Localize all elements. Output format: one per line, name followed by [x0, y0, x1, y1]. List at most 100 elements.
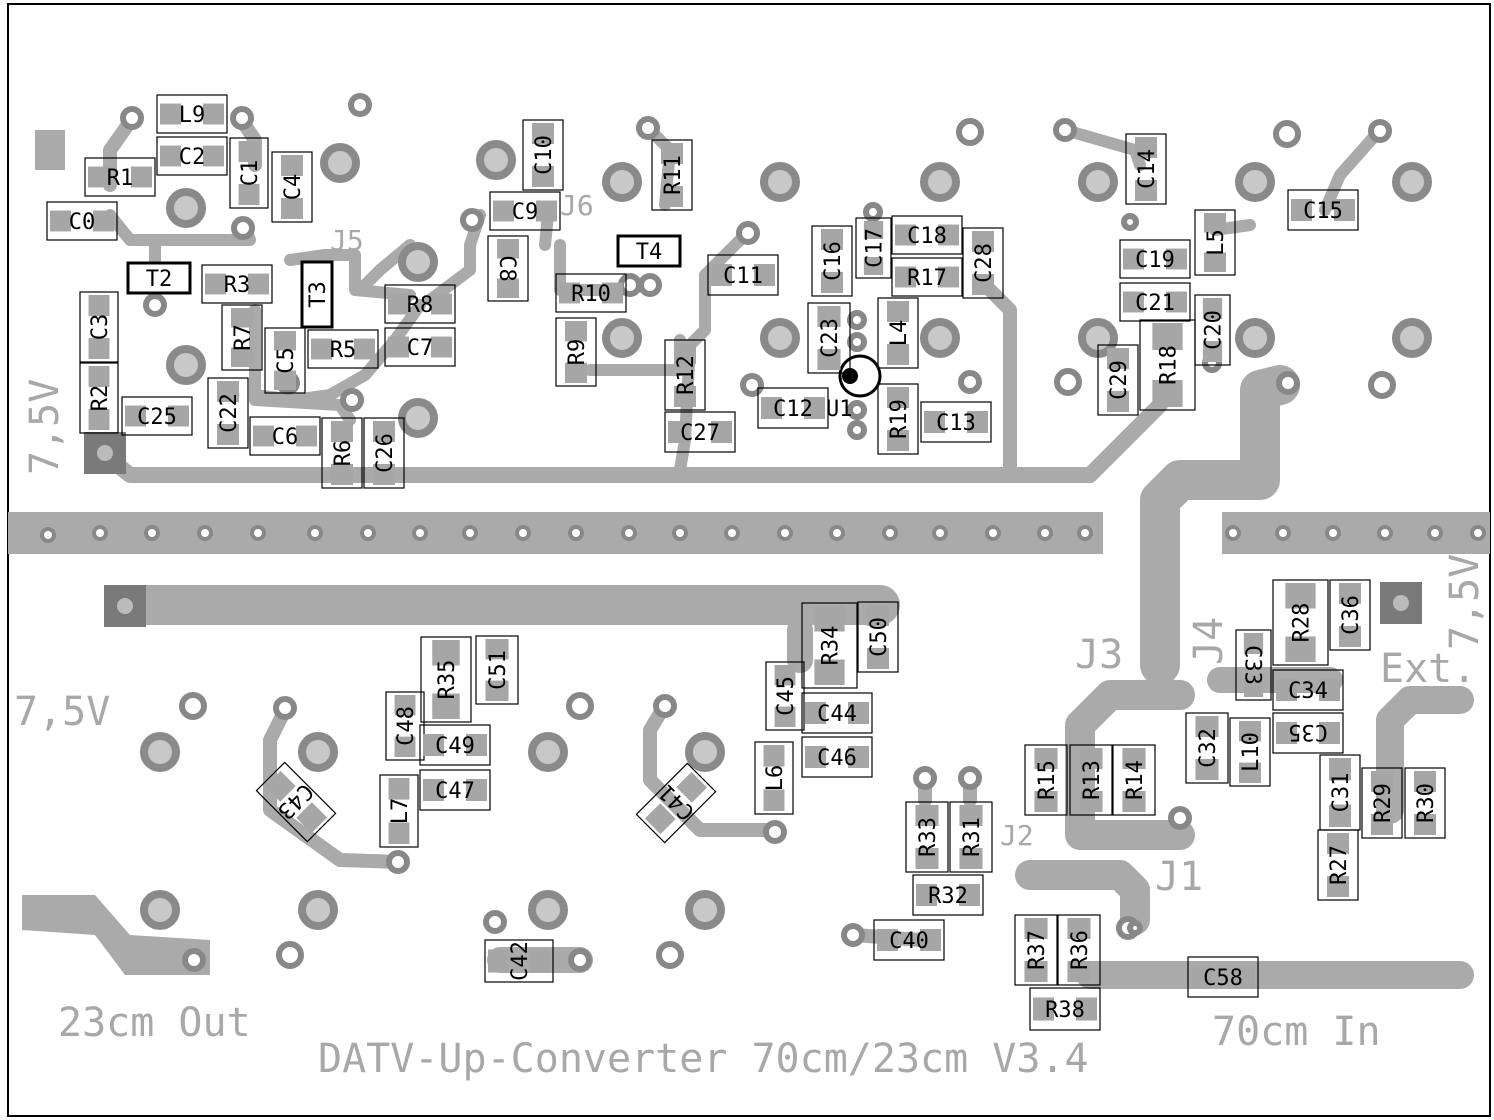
component-r32: R32: [912, 874, 984, 916]
component-c26: C26: [363, 417, 405, 489]
component-label: C58: [1203, 966, 1243, 991]
component-r35: R35: [420, 636, 472, 723]
component-r3: R3: [201, 264, 273, 304]
component-c40: C40: [873, 919, 945, 961]
component-u1: U1: [826, 397, 853, 422]
component-label: R5: [330, 338, 357, 363]
component-label: C23: [818, 318, 843, 358]
component-r29: R29: [1361, 767, 1403, 839]
component-label: R37: [1025, 930, 1050, 970]
component-l9: L9: [156, 94, 228, 134]
component-c1: C1: [229, 137, 269, 209]
component-label: C42: [508, 941, 533, 981]
component-l4: L4: [877, 297, 919, 369]
component-label: R3: [224, 273, 251, 298]
component-label: T3: [306, 281, 331, 308]
component-c34: C34: [1272, 669, 1344, 711]
component-label: L6: [763, 765, 788, 792]
component-c28: C28: [962, 227, 1004, 299]
component-label: C1: [238, 160, 263, 187]
out23-label: 23cm Out: [58, 1000, 251, 1046]
component-c0: C0: [46, 201, 118, 241]
component-label: R38: [1045, 998, 1085, 1023]
component-label: C3: [88, 314, 113, 341]
component-label: R30: [1414, 783, 1439, 823]
component-label: C48: [394, 706, 419, 746]
component-r14: R14: [1112, 744, 1156, 816]
component-c58: C58: [1187, 956, 1259, 998]
component-r5: R5: [307, 329, 379, 369]
component-label: C13: [936, 411, 976, 436]
component-c25: C25: [121, 396, 193, 436]
component-c11: C11: [707, 254, 779, 296]
component-r33: R33: [905, 801, 949, 873]
component-label: R29: [1371, 783, 1396, 823]
component-label: C21: [1135, 291, 1175, 316]
component-r37: R37: [1014, 914, 1058, 986]
component-label: C2: [179, 145, 206, 170]
j1-label: J1: [1155, 854, 1203, 900]
component-label: C36: [1339, 595, 1364, 635]
component-c48: C48: [385, 691, 425, 761]
component-c17: C17: [855, 217, 892, 279]
component-c42: C42: [484, 939, 554, 983]
component-c15: C15: [1287, 189, 1359, 231]
component-c47: C47: [419, 769, 491, 811]
component-label: C40: [889, 929, 929, 954]
component-label: L4: [887, 320, 912, 347]
component-t2: T2: [126, 261, 192, 295]
component-c27: C27: [664, 411, 736, 453]
component-c29: C29: [1097, 344, 1139, 416]
component-c21: C21: [1119, 282, 1191, 322]
component-label: R9: [565, 339, 590, 366]
component-label: T2: [146, 267, 173, 292]
component-label: C44: [817, 702, 857, 727]
component-label: C47: [435, 779, 475, 804]
component-r36: R36: [1057, 914, 1101, 986]
component-label: C22: [217, 393, 242, 433]
component-label: C8: [494, 255, 519, 282]
component-label: C0: [69, 210, 96, 235]
component-r34: R34: [801, 602, 858, 689]
component-label: R31: [960, 817, 985, 857]
component-c12: C12: [757, 387, 829, 429]
component-label: C31: [1329, 773, 1354, 813]
component-l10: L10: [1229, 717, 1271, 787]
component-label: C15: [1303, 199, 1343, 224]
component-label: R13: [1080, 760, 1105, 800]
component-r11: R11: [651, 139, 693, 211]
component-c13: C13: [920, 401, 992, 443]
component-label: R36: [1068, 930, 1093, 970]
component-c23: C23: [807, 302, 851, 374]
component-label: C20: [1202, 310, 1227, 350]
component-r15: R15: [1024, 744, 1068, 816]
component-label: T4: [636, 240, 663, 265]
component-c44: C44: [801, 692, 873, 734]
j2-label: J2: [1000, 819, 1034, 852]
component-label: C51: [486, 650, 511, 690]
component-label: R8: [407, 293, 434, 318]
component-c33: C33: [1235, 629, 1272, 701]
component-c35: C35: [1272, 712, 1344, 754]
component-label: C14: [1135, 149, 1160, 189]
component-t4: T4: [616, 234, 682, 268]
component-label: R35: [435, 660, 460, 700]
component-r2: R2: [79, 362, 119, 434]
u1-outline: [838, 354, 882, 398]
component-label: C19: [1135, 248, 1175, 273]
component-label: C26: [373, 433, 398, 473]
component-label: C10: [532, 135, 557, 175]
component-r38: R38: [1029, 987, 1101, 1031]
component-label: C46: [817, 746, 857, 771]
component-label: C28: [972, 243, 997, 283]
component-r7: R7: [221, 304, 263, 371]
component-c5: C5: [264, 327, 306, 394]
component-label: R18: [1157, 345, 1182, 385]
component-label: L10: [1239, 732, 1264, 772]
component-c31: C31: [1319, 754, 1361, 831]
component-label: R6: [331, 440, 356, 467]
component-r17: R17: [891, 257, 963, 297]
component-l7: L7: [379, 774, 419, 848]
